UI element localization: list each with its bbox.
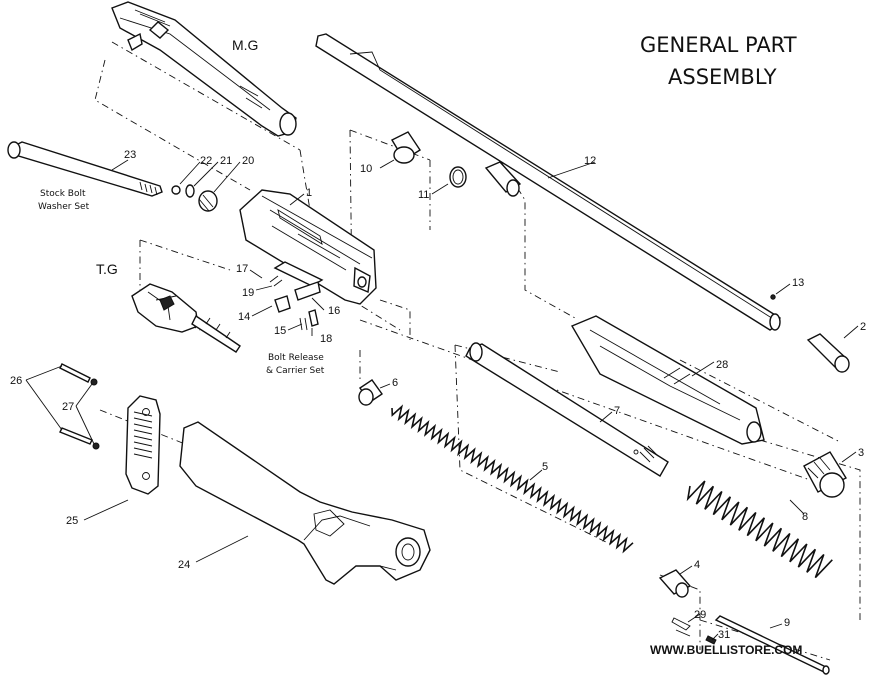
part-number-15: 15 bbox=[274, 325, 286, 337]
part-number-22: 22 bbox=[200, 155, 212, 167]
part-6-icon bbox=[358, 379, 383, 406]
part-number-21: 21 bbox=[220, 155, 232, 167]
leader-lines bbox=[25, 159, 859, 641]
group-label-tg: T.G bbox=[96, 261, 118, 277]
part-number-6: 6 bbox=[392, 377, 398, 389]
part-number-12: 12 bbox=[584, 155, 596, 167]
stock-bolt-caption-1: Stock Bolt bbox=[40, 189, 86, 199]
group-label-mg: M.G bbox=[232, 37, 258, 53]
part-number-25: 25 bbox=[66, 515, 78, 527]
part-4-icon bbox=[658, 569, 692, 598]
part-number-19: 19 bbox=[242, 287, 254, 299]
part-number-7: 7 bbox=[614, 405, 620, 417]
part-3-icon bbox=[803, 451, 847, 498]
part-number-1: 1 bbox=[306, 187, 312, 199]
part-number-27: 27 bbox=[62, 401, 74, 413]
part-number-10: 10 bbox=[360, 163, 372, 175]
part-number-17: 17 bbox=[236, 263, 248, 275]
part-9-icon bbox=[714, 615, 830, 675]
part-number-13: 13 bbox=[792, 277, 804, 289]
title-line-2: ASSEMBLY bbox=[668, 65, 777, 89]
part-number-24: 24 bbox=[178, 559, 190, 571]
part-number-3: 3 bbox=[858, 447, 864, 459]
stock-icon bbox=[179, 421, 431, 585]
title-block: GENERAL PART ASSEMBLY bbox=[640, 33, 797, 89]
trigger-group-icon bbox=[131, 283, 241, 353]
part-number-16: 16 bbox=[328, 305, 340, 317]
barrel-icon bbox=[315, 33, 781, 331]
part-number-26: 26 bbox=[10, 375, 22, 387]
part-number-23: 23 bbox=[124, 149, 136, 161]
part-number-8: 8 bbox=[802, 511, 808, 523]
magazine-spring-icon bbox=[686, 480, 833, 579]
part-number-28: 28 bbox=[716, 359, 728, 371]
part-number-9: 9 bbox=[784, 617, 790, 629]
stock-bolt-set bbox=[7, 141, 218, 212]
part-number-14: 14 bbox=[238, 311, 250, 323]
stock-bolt-caption-2: Washer Set bbox=[38, 202, 90, 212]
small-parts-29-31 bbox=[671, 617, 717, 645]
magazine-tube-icon bbox=[465, 342, 669, 477]
spring-icon bbox=[391, 404, 634, 554]
bolt-release-carrier-set bbox=[269, 261, 324, 331]
part-number-20: 20 bbox=[242, 155, 254, 167]
part-number-29: 29 bbox=[694, 609, 706, 621]
bolt-release-caption-2: & Carrier Set bbox=[266, 366, 325, 376]
part-number-11: 11 bbox=[418, 189, 429, 201]
part-number-5: 5 bbox=[542, 461, 548, 473]
part-number-18: 18 bbox=[320, 333, 332, 345]
bolt-release-caption-1: Bolt Release bbox=[268, 353, 324, 363]
part-number-4: 4 bbox=[694, 559, 700, 571]
recoil-pad-icon bbox=[59, 363, 161, 495]
part-2-icon bbox=[806, 333, 850, 373]
receiver-icon bbox=[239, 189, 377, 305]
part-number-2: 2 bbox=[860, 321, 866, 333]
bolt-group-icon bbox=[111, 1, 297, 137]
barrel-extension-parts bbox=[391, 131, 522, 197]
part-number-labels: 1 2 3 4 5 6 7 8 9 10 11 12 13 14 15 16 1… bbox=[10, 149, 866, 641]
part-number-31: 31 bbox=[718, 629, 730, 641]
website-url: WWW.BUELLISTORE.COM bbox=[650, 643, 802, 657]
forend-icon bbox=[570, 315, 765, 445]
title-line-1: GENERAL PART bbox=[640, 33, 797, 57]
